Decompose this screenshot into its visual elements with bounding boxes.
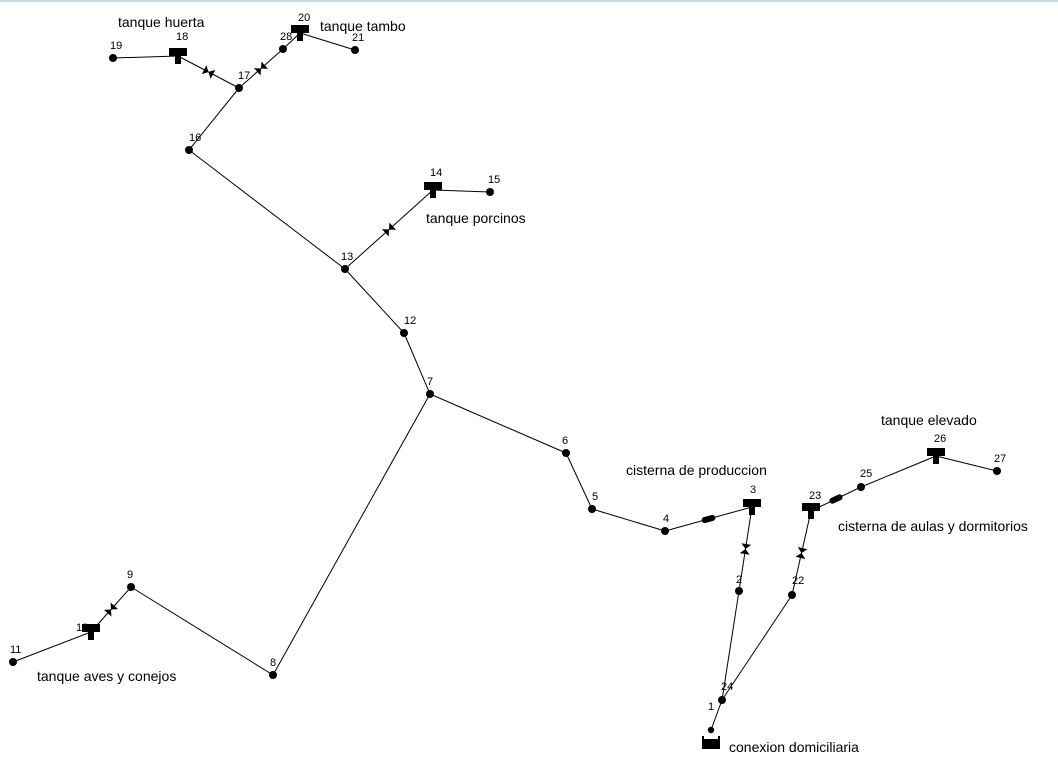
- pipe-5-6: [565, 452, 593, 510]
- junction-node-15: [486, 188, 494, 196]
- tank-icon-26: [927, 448, 945, 464]
- junction-node-6: [562, 449, 570, 457]
- junction-node-28: [279, 45, 287, 53]
- node-label-27: 27: [994, 453, 1006, 465]
- junction-node-21: [351, 46, 359, 54]
- pipe-20-21: [299, 32, 356, 51]
- tank-label-elevado: tanque elevado: [881, 412, 977, 428]
- nodes-layer: [9, 25, 1001, 749]
- node-label-5: 5: [592, 491, 598, 503]
- pipe-18-19: [112, 55, 179, 59]
- symbols-layer: [103, 61, 843, 617]
- pump-icon: [829, 494, 843, 504]
- pump-icon: [701, 514, 716, 524]
- junction-node-22: [788, 591, 796, 599]
- node-label-22: 22: [792, 575, 804, 587]
- pipe-24-22: [721, 594, 793, 701]
- node-label-26: 26: [934, 433, 946, 445]
- pipe-14-15: [432, 189, 491, 193]
- junction-node-19: [109, 54, 117, 62]
- pipe-26-27: [935, 455, 998, 472]
- node-label-8: 8: [270, 657, 276, 669]
- valve-icon: [253, 61, 269, 76]
- cistern-label-aulas: cisterna de aulas y dormitorios: [838, 518, 1028, 534]
- node-label-12: 12: [404, 315, 416, 327]
- node-labels-layer: 1234567891011121314151617181920212223242…: [10, 12, 1006, 713]
- node-label-25: 25: [860, 468, 872, 480]
- node-label-13: 13: [341, 251, 353, 263]
- pipe-10-11: [12, 631, 92, 663]
- tank-label-tambo: tanque tambo: [320, 18, 406, 34]
- node-label-21: 21: [352, 32, 364, 44]
- pipe-12-13: [344, 268, 405, 334]
- valve-icon: [201, 65, 216, 79]
- window-top-border: [0, 0, 1058, 2]
- pipe-16-17: [188, 87, 240, 151]
- node-label-1: 1: [708, 701, 714, 713]
- tank-icon-3: [743, 499, 761, 515]
- cistern-label-produccion: cisterna de produccion: [626, 462, 767, 478]
- node-label-10: 10: [76, 622, 88, 634]
- node-label-15: 15: [488, 174, 500, 186]
- node-label-9: 9: [127, 569, 133, 581]
- tank-label-aves: tanque aves y conejos: [37, 668, 176, 684]
- junction-node-24: [718, 696, 726, 704]
- junction-node-16: [185, 146, 193, 154]
- node-label-7: 7: [427, 376, 433, 388]
- pipes-layer: [12, 32, 998, 731]
- junction-node-17: [235, 84, 243, 92]
- junction-node-11: [9, 658, 17, 666]
- pipe-7-12: [403, 332, 431, 395]
- tank-icon-10: [82, 624, 100, 640]
- node-label-6: 6: [562, 435, 568, 447]
- reservoir-label-conexion: conexion domiciliaria: [729, 739, 859, 755]
- pipe-24-2: [721, 590, 740, 701]
- junction-node-12: [400, 329, 408, 337]
- node-label-18: 18: [176, 31, 188, 43]
- pipe-25-26: [860, 455, 937, 488]
- junction-node-13: [341, 265, 349, 273]
- reservoir-icon: [702, 726, 720, 749]
- junction-node-7: [426, 390, 434, 398]
- node-label-11: 11: [10, 644, 21, 656]
- pipe-8-9: [130, 586, 274, 676]
- node-label-16: 16: [189, 132, 201, 144]
- node-label-3: 3: [750, 484, 756, 496]
- node-label-20: 20: [298, 12, 310, 24]
- tank-label-porcinos: tanque porcinos: [426, 210, 526, 226]
- node-label-14: 14: [430, 167, 442, 179]
- node-label-2: 2: [736, 574, 742, 586]
- pipe-7-8: [272, 393, 431, 676]
- valve-icon: [795, 547, 808, 559]
- valve-icon: [103, 602, 119, 617]
- junction-node-9: [127, 583, 135, 591]
- pipe-6-7: [429, 393, 567, 454]
- pipe-13-16: [188, 149, 346, 270]
- valve-icon: [739, 543, 752, 555]
- node-label-24: 24: [721, 681, 733, 693]
- tank-icon-18: [169, 48, 187, 64]
- junction-node-4: [661, 527, 669, 535]
- junction-node-5: [588, 505, 596, 513]
- junction-node-2: [735, 587, 743, 595]
- tank-icon-20: [291, 25, 309, 41]
- node-label-17: 17: [238, 70, 250, 82]
- tank-label-huerta: tanque huerta: [118, 14, 205, 30]
- node-label-28: 28: [280, 31, 292, 43]
- junction-node-8: [269, 671, 277, 679]
- pipe-4-5: [591, 508, 666, 532]
- valve-icon: [381, 222, 397, 237]
- junction-node-27: [993, 467, 1001, 475]
- node-label-23: 23: [809, 490, 821, 502]
- node-label-19: 19: [110, 40, 122, 52]
- tank-icon-23: [802, 503, 820, 519]
- node-label-4: 4: [663, 513, 669, 525]
- tank-icon-14: [424, 182, 442, 198]
- junction-node-25: [857, 483, 865, 491]
- pipe-1-24: [710, 699, 723, 731]
